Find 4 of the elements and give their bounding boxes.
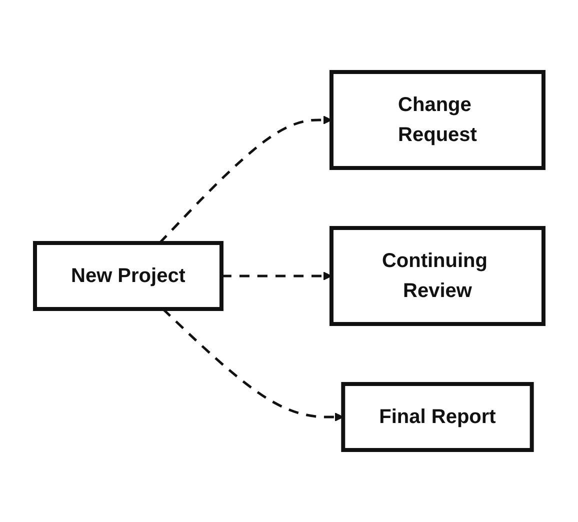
- node-box: Change Request: [329, 70, 546, 170]
- node-box: New Project: [32, 241, 224, 311]
- node-box: Final Report: [340, 382, 534, 452]
- node-box: Continuing Review: [329, 226, 546, 326]
